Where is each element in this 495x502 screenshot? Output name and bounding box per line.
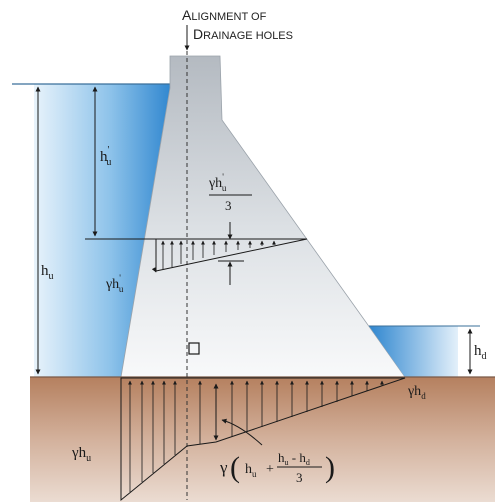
hu-label: hu: [41, 263, 54, 282]
svg-text:γ: γ: [219, 458, 228, 477]
svg-text:hu: hu: [245, 462, 257, 479]
drain-pressure-formula: γ ( hu + hu - hd 3 ): [219, 450, 335, 485]
svg-text:+: +: [266, 462, 274, 477]
base-uplift-arrows-left: [128, 380, 177, 492]
drainage-caption-line-1: ALIGNMENT OF: [182, 7, 267, 23]
gamma-hu-base-label: γhu: [71, 445, 91, 464]
foundation-soil: [30, 377, 495, 502]
gamma-hd-label: γhd: [407, 384, 426, 401]
hu-prime-label: h'u: [100, 145, 111, 168]
hd-label: hd: [474, 343, 487, 362]
downstream-water: [369, 326, 458, 377]
gamma-hu-prime-third-denominator: 3: [225, 198, 232, 213]
gamma-hu-prime-third-label: γh'u: [208, 172, 227, 193]
gallery-uplift-arrows: [161, 240, 276, 269]
formula-leader-line: [221, 418, 263, 446]
upstream-water: [34, 84, 172, 377]
gamma-hu-prime-left-arrow: [151, 266, 157, 273]
svg-text:): ): [325, 451, 335, 484]
svg-text:hu - hd: hu - hd: [278, 450, 310, 467]
gamma-hu-prime-left-label: γh'u: [105, 273, 124, 294]
drainage-hole-symbol: [188, 342, 200, 355]
base-uplift-pressure-diagram: [120, 377, 406, 502]
drainage-caption-line-2: DRAINAGE HOLES: [193, 26, 293, 42]
svg-text:3: 3: [296, 470, 303, 485]
svg-text:(: (: [230, 451, 240, 484]
base-uplift-arrows-right: [198, 380, 384, 444]
